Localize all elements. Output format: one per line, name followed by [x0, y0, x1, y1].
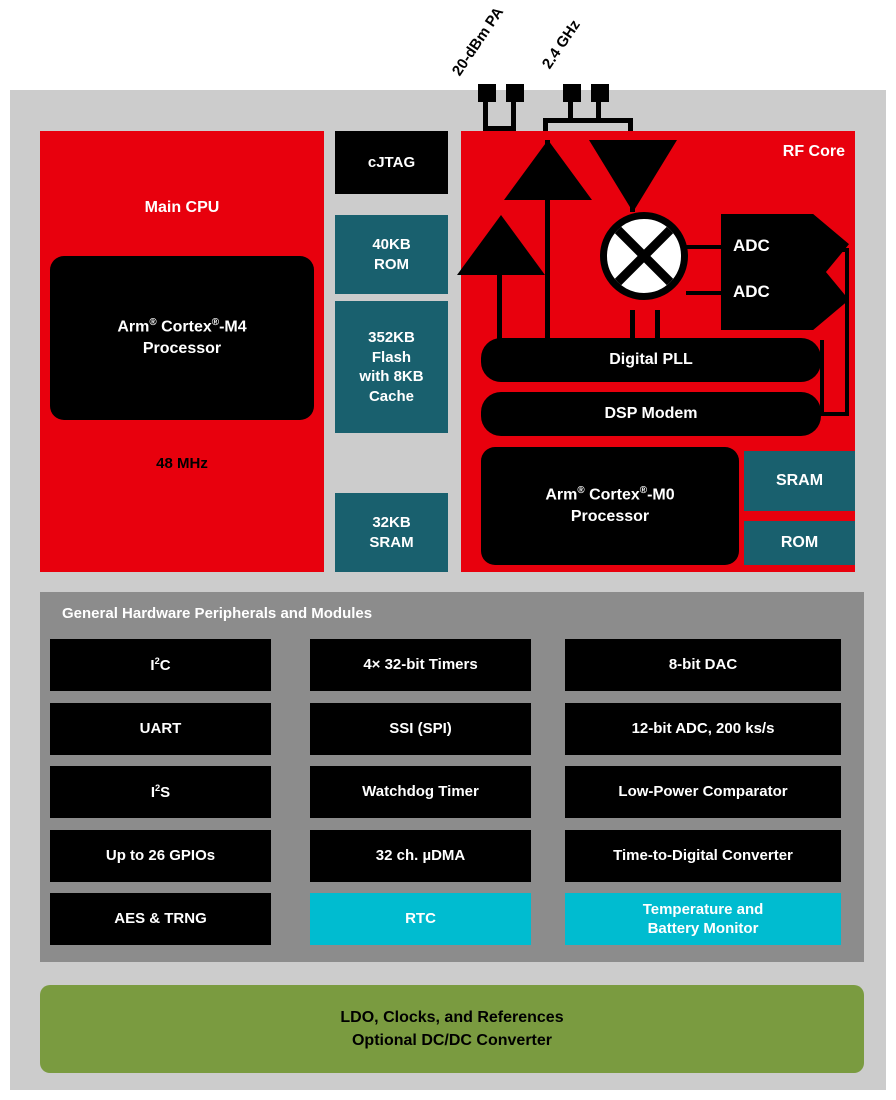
peripheral-temp-battery-monitor: Temperature and Battery Monitor	[565, 893, 841, 945]
wire-mixer-to-adc-upper	[686, 245, 724, 249]
dsp-modem-block: DSP Modem	[481, 392, 821, 436]
peripheral-adc: 12-bit ADC, 200 ks/s	[565, 703, 841, 755]
m4-arm-text: Arm	[117, 318, 150, 336]
peripheral-dac-label: 8-bit DAC	[668, 656, 738, 674]
power-line-2: Optional DC/DC Converter	[351, 1032, 552, 1049]
peripheral-i2c: I2C	[50, 639, 271, 691]
memory-block-sram-label: 32KB SRAM	[369, 514, 414, 551]
wire-pll-modem-link	[820, 340, 824, 416]
antenna-label-pa: 20-dBm PA	[448, 4, 508, 79]
memory-block-cjtag-label: cJTAG	[367, 153, 416, 171]
cortex-m4-processor-block: Arm® Cortex®-M4 Processor	[50, 256, 314, 420]
power-amplifier-icon-2	[504, 140, 592, 200]
rf-core-rom-block: ROM	[744, 521, 855, 565]
peripheral-ssi-spi-label: SSI (SPI)	[389, 720, 452, 738]
m0-variant-text: -M0	[647, 486, 675, 504]
wire-pa2-to-pll	[545, 140, 550, 350]
peripheral-tdc: Time-to-Digital Converter	[565, 830, 841, 882]
m0-processor-word: Processor	[570, 508, 650, 526]
memory-block-rom-label: 40KB ROM	[372, 236, 411, 273]
wire-mixer-lo-to-pll	[655, 310, 660, 350]
peripheral-comparator-label: Low-Power Comparator	[618, 783, 788, 801]
memory-block-sram: 32KB SRAM	[335, 493, 448, 572]
memory-block-flash: 352KB Flash with 8KB Cache	[335, 301, 448, 433]
registered-icon: ®	[639, 485, 648, 497]
peripheral-timers: 4× 32-bit Timers	[310, 639, 531, 691]
digital-pll-label: Digital PLL	[609, 351, 693, 368]
wire-mixer-to-adc-lower	[686, 291, 724, 295]
wire-adc-feedback-vertical	[845, 248, 849, 416]
m0-arm-text: Arm	[545, 486, 578, 504]
peripheral-uart: UART	[50, 703, 271, 755]
peripherals-panel-title: General Hardware Peripherals and Modules	[62, 605, 373, 622]
peripheral-i2s-label: I2S	[150, 782, 171, 801]
memory-block-cjtag: cJTAG	[335, 131, 448, 194]
cortex-m0-processor-block: Arm® Cortex®-M0 Processor	[481, 447, 739, 565]
antenna-pad-4	[591, 84, 609, 102]
mixer-icon	[600, 212, 688, 300]
adc-upper-label: ADC	[733, 236, 770, 255]
cortex-m0-label: Arm® Cortex®-M0 Processor	[545, 484, 674, 528]
cortex-m4-label: Arm® Cortex®-M4 Processor	[117, 316, 246, 360]
peripheral-gpio-label: Up to 26 GPIOs	[105, 847, 216, 865]
peripheral-adc-label: 12-bit ADC, 200 ks/s	[631, 720, 775, 738]
m4-cortex-text: Cortex	[156, 318, 212, 336]
peripheral-i2c-label: I2C	[150, 655, 171, 674]
wire-pad2-down	[511, 102, 516, 130]
peripheral-aes-trng-label: AES & TRNG	[114, 910, 207, 928]
power-management-block: LDO, Clocks, and References Optional DC/…	[40, 985, 864, 1073]
peripheral-udma: 32 ch. µDMA	[310, 830, 531, 882]
registered-icon: ®	[149, 317, 157, 329]
m4-processor-word: Processor	[142, 340, 222, 358]
rf-core-sram-block: SRAM	[744, 451, 855, 511]
rf-core-title: RF Core	[782, 143, 845, 160]
peripheral-gpio: Up to 26 GPIOs	[50, 830, 271, 882]
rf-core-sram-label: SRAM	[775, 472, 824, 489]
peripheral-watchdog: Watchdog Timer	[310, 766, 531, 818]
peripheral-uart-label: UART	[139, 720, 182, 738]
wire-adc-feedback-bottom	[820, 412, 849, 416]
wire-mixer-to-pll	[630, 310, 635, 350]
peripheral-tdc-label: Time-to-Digital Converter	[613, 847, 793, 865]
power-management-label: LDO, Clocks, and References Optional DC/…	[340, 1006, 563, 1052]
m0-cortex-text: Cortex	[584, 486, 640, 504]
antenna-pad-2	[506, 84, 524, 102]
wire-pad3-down	[568, 102, 573, 122]
peripheral-i2s: I2S	[50, 766, 271, 818]
peripheral-timers-label: 4× 32-bit Timers	[363, 656, 478, 674]
wire-pad4-down	[596, 102, 601, 122]
registered-icon: ®	[211, 317, 220, 329]
peripheral-aes-trng: AES & TRNG	[50, 893, 271, 945]
memory-block-rom: 40KB ROM	[335, 215, 448, 294]
dsp-modem-label: DSP Modem	[604, 405, 698, 422]
main-cpu-clock-speed: 48 MHz	[156, 455, 208, 472]
main-cpu-title: Main CPU	[144, 199, 220, 216]
antenna-label-frequency: 2.4 GHz	[538, 16, 584, 72]
peripheral-ssi-spi: SSI (SPI)	[310, 703, 531, 755]
peripheral-rtc: RTC	[310, 893, 531, 945]
power-line-1: LDO, Clocks, and References	[340, 1008, 564, 1026]
adc-lower-label: ADC	[733, 282, 770, 301]
peripheral-rtc-label: RTC	[405, 910, 436, 928]
power-amplifier-icon-1	[457, 215, 545, 275]
peripheral-watchdog-label: Watchdog Timer	[362, 783, 479, 801]
registered-icon: ®	[577, 485, 585, 497]
peripheral-comparator: Low-Power Comparator	[565, 766, 841, 818]
low-noise-amplifier-icon	[589, 140, 677, 212]
memory-block-flash-label: 352KB Flash with 8KB Cache	[359, 329, 424, 405]
wire-pa1-to-pll	[497, 270, 502, 350]
antenna-pad-1	[478, 84, 496, 102]
digital-pll-block: Digital PLL	[481, 338, 821, 382]
rf-core-rom-label: ROM	[780, 534, 819, 551]
antenna-pad-3	[563, 84, 581, 102]
peripheral-dac: 8-bit DAC	[565, 639, 841, 691]
peripheral-udma-label: 32 ch. µDMA	[375, 847, 466, 865]
wire-pad1-down	[483, 102, 488, 130]
peripheral-temp-battery-monitor-label: Temperature and Battery Monitor	[642, 900, 764, 938]
m4-variant-text: -M4	[219, 318, 247, 336]
wire-rf-bus	[543, 118, 633, 123]
